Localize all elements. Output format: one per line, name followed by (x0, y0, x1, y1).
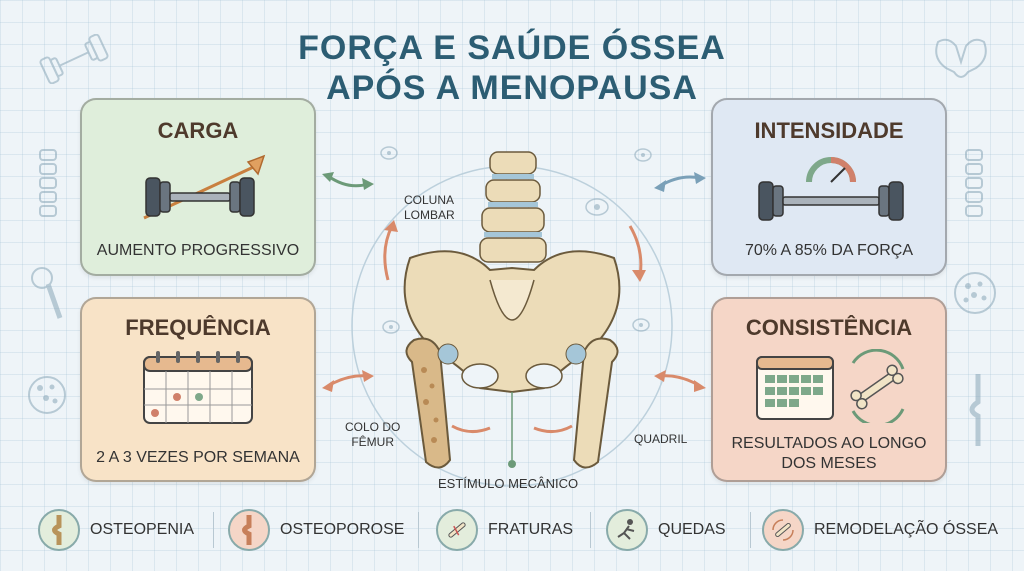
page-title-line2: APÓS A MENOPAUSA (326, 69, 698, 107)
card-intensidade-title: INTENSIDADE (754, 118, 904, 143)
calendar-bone-icon (756, 349, 905, 423)
card-consistencia-text-line1: RESULTADOS AO LONGO (731, 435, 927, 452)
card-consistencia-text-line2: DOS MESES (781, 455, 877, 472)
footer-item-remodelacao: REMODELAÇÃO ÓSSEA (762, 508, 998, 552)
label-colo-femur: COLO DO FÊMUR (345, 420, 400, 450)
card-frequencia: FREQUÊNCIA 2 A 3 VEZES POR SEMANA (80, 297, 316, 482)
bone-cell-icon (632, 318, 650, 332)
bone-remodel-icon (762, 509, 804, 551)
card-carga-title: CARGA (157, 118, 239, 143)
bone-cell-icon (382, 320, 400, 334)
divider (750, 512, 751, 548)
footer-label: OSTEOPENIA (90, 521, 195, 538)
bone-cell-icon (634, 148, 652, 162)
card-carga: CARGA AUMENTO PROGRESSIVO (80, 98, 316, 276)
arrow-consistencia-center (654, 370, 706, 392)
barbell-gauge-icon (758, 157, 904, 221)
footer-item-osteopenia: OSTEOPENIA (38, 508, 194, 552)
label-coluna-line2: LOMBAR (404, 208, 455, 222)
footer-item-osteoporose: OSTEOPOROSE (228, 508, 404, 552)
broken-bone-icon (436, 509, 478, 551)
label-colo-line1: COLO DO (345, 420, 401, 434)
pelvis-spine-femur-icon (351, 151, 673, 487)
footer-item-quedas: QUEDAS (606, 508, 726, 552)
spine-icon (39, 149, 57, 217)
arrow-intensidade-center (654, 172, 706, 192)
hip-joint-icon (31, 267, 63, 319)
footer-label: REMODELAÇÃO ÓSSEA (814, 521, 999, 538)
footer-label: FRATURAS (488, 521, 574, 538)
card-consistencia: CONSISTÊNCIA RESULTADOS AO LONGO DOS MES… (711, 297, 947, 482)
label-coluna-line1: COLUNA (404, 193, 455, 207)
arrow-carga-center (322, 172, 374, 190)
footer-item-fraturas: FRATURAS (436, 508, 573, 552)
label-coluna-lombar: COLUNA LOMBAR (404, 193, 455, 223)
dumbbell-arrow-icon (143, 154, 266, 220)
footer-label: QUEDAS (658, 521, 726, 538)
label-quadril: QUADRIL (634, 432, 688, 446)
divider (213, 512, 214, 548)
divider (590, 512, 591, 548)
footer-label: OSTEOPOROSE (280, 521, 405, 538)
card-consistencia-title: CONSISTÊNCIA (745, 315, 913, 340)
knee-icon (969, 374, 981, 446)
label-estimulo-mecanico: ESTÍMULO MECÂNICO (438, 476, 579, 491)
porous-bone-icon (954, 272, 996, 314)
card-frequencia-text: 2 A 3 VEZES POR SEMANA (96, 449, 300, 466)
label-colo-line2: FÊMUR (351, 435, 394, 449)
divider (418, 512, 419, 548)
bone-cell-icon (380, 146, 398, 160)
page-title: FORÇA E SAÚDE ÓSSEA APÓS A MENOPAUSA (200, 28, 824, 108)
porous-bone-icon (28, 376, 66, 414)
spine-icon (965, 149, 983, 217)
pelvis-icon (935, 38, 987, 78)
falling-person-icon (606, 509, 648, 551)
card-carga-text: AUMENTO PROGRESSIVO (96, 242, 300, 259)
card-intensidade-text: 70% A 85% DA FORÇA (744, 242, 914, 259)
calendar-icon (143, 351, 253, 424)
card-intensidade: INTENSIDADE 70% A 85% DA FORÇA (711, 98, 947, 276)
bone-cell-icon (585, 198, 609, 216)
dumbbell-icon (39, 34, 109, 84)
knee-joint-icon (38, 509, 80, 551)
arrow-frequencia-center (322, 370, 374, 392)
knee-joint-porous-icon (228, 509, 270, 551)
page-title-line1: FORÇA E SAÚDE ÓSSEA (298, 29, 726, 67)
card-frequencia-title: FREQUÊNCIA (125, 315, 271, 340)
